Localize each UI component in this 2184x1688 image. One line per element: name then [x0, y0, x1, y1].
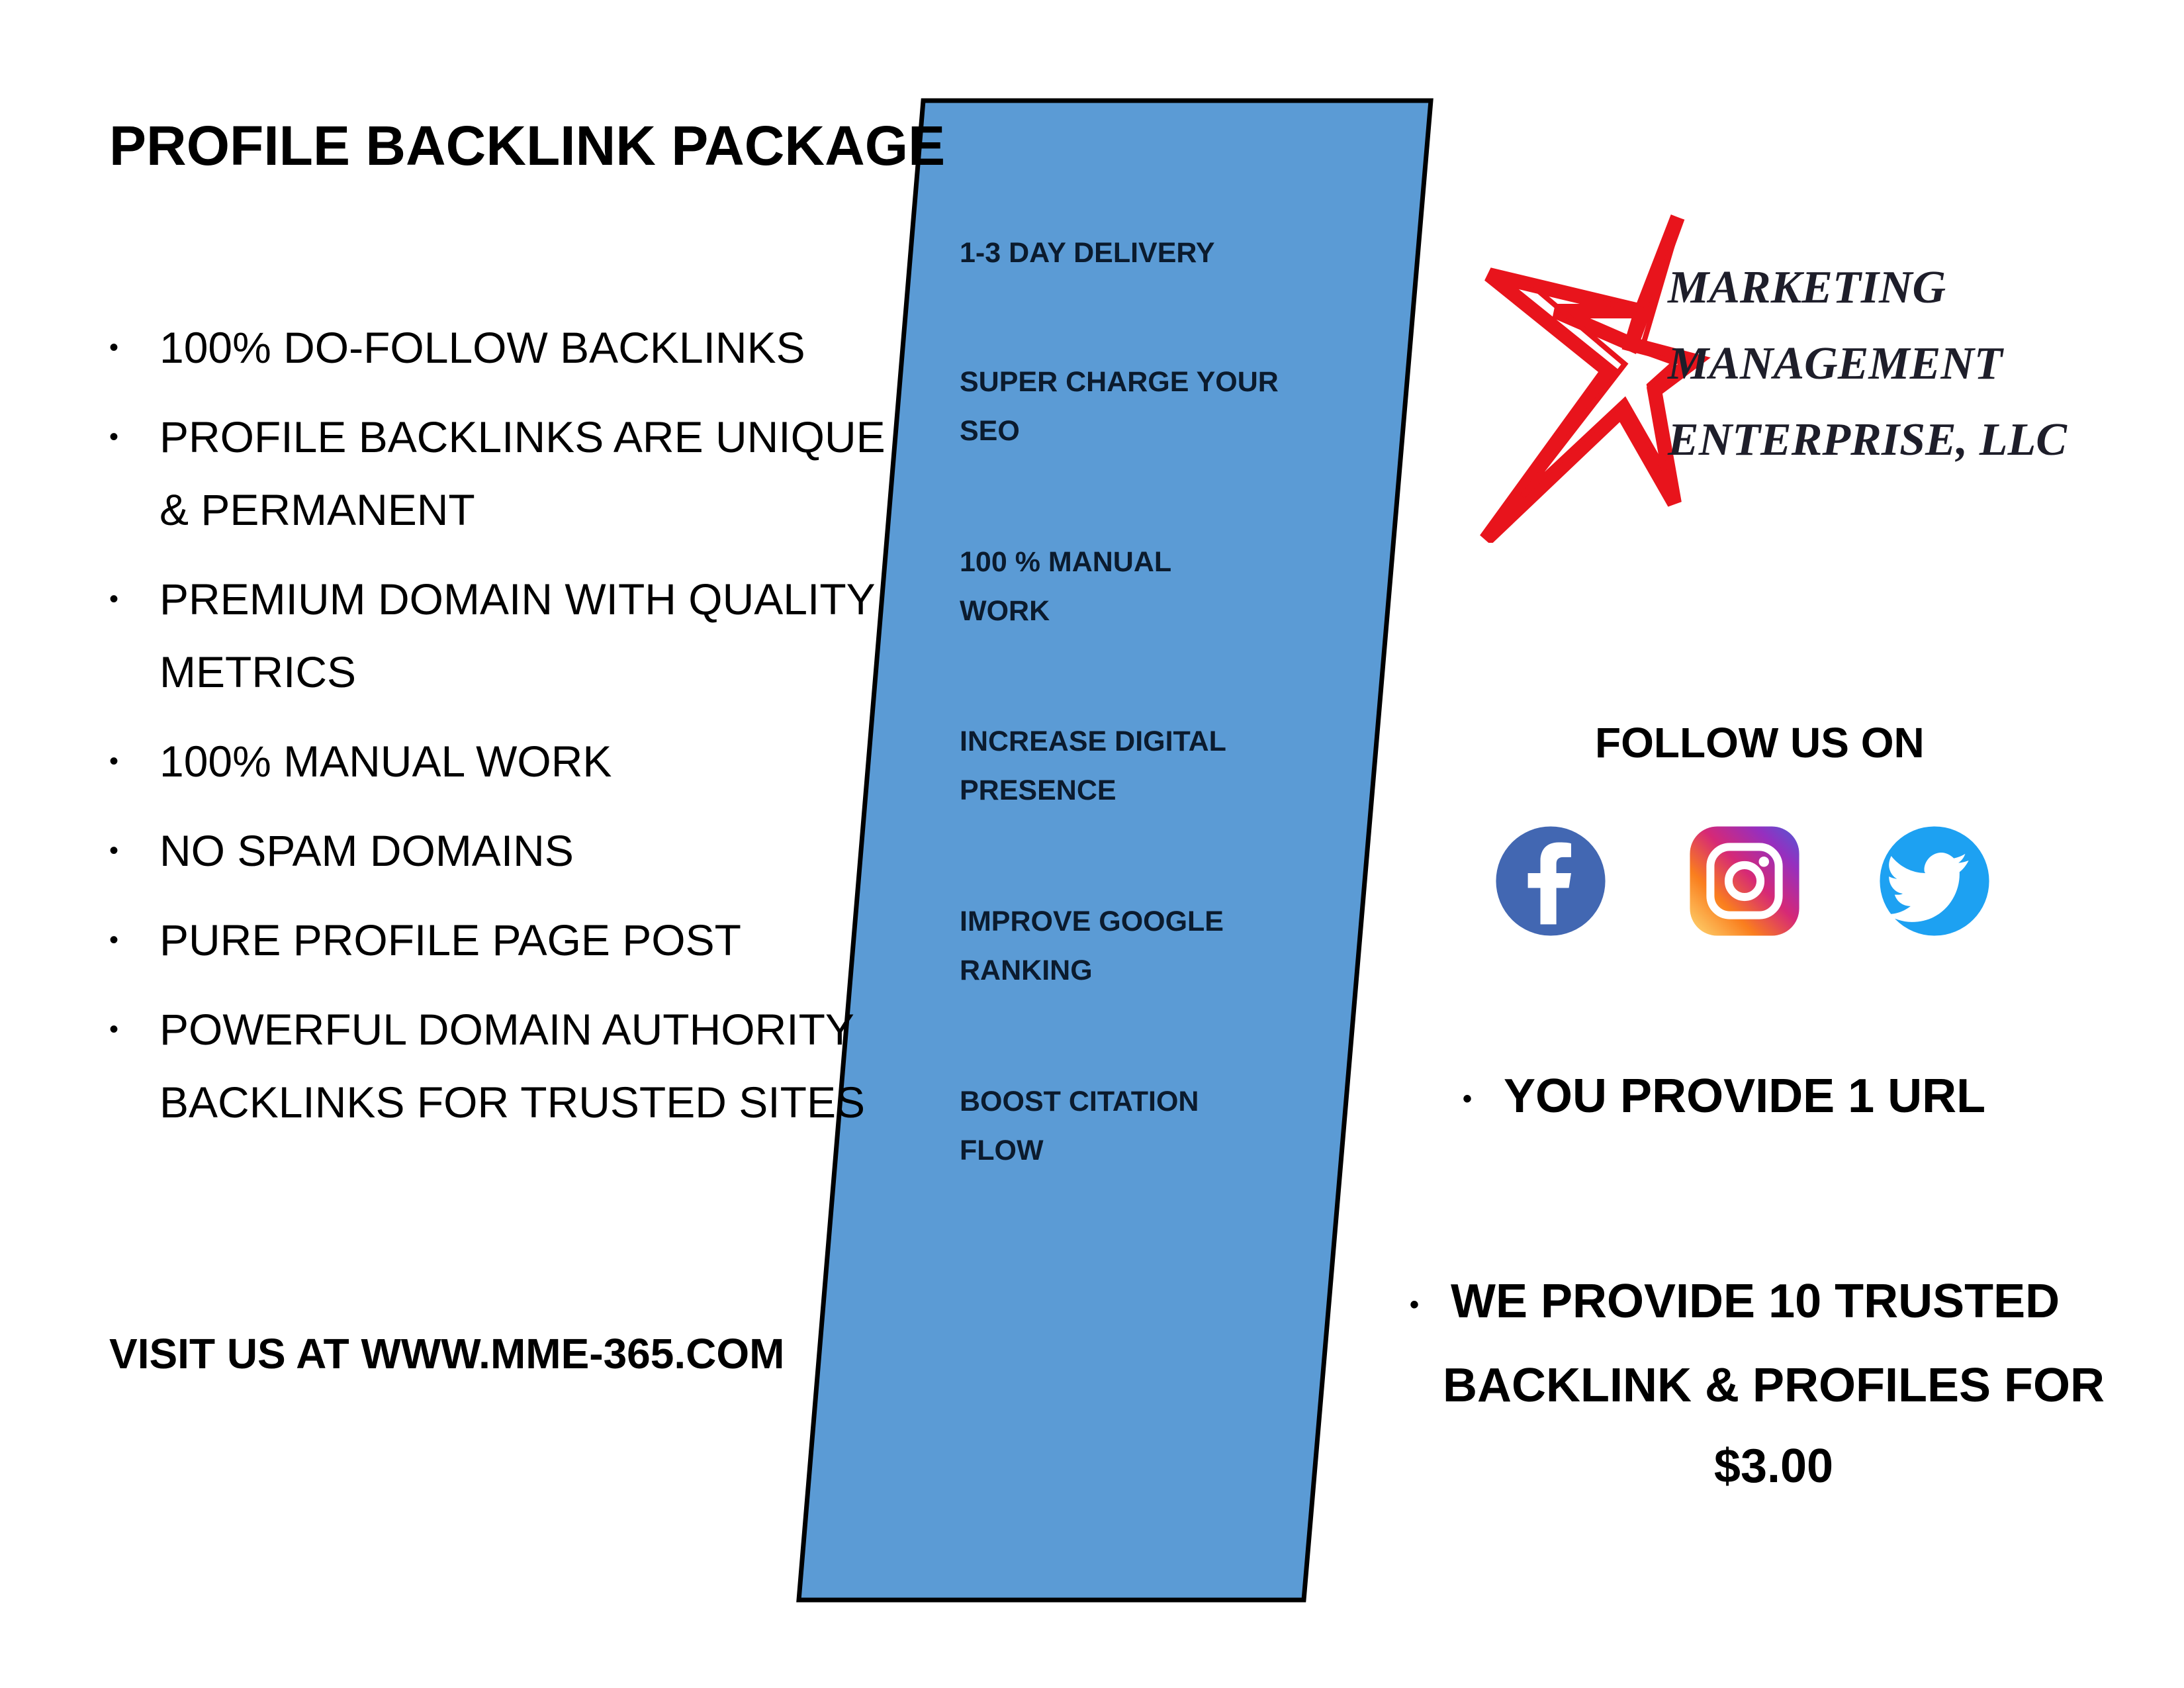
list-item: •100% DO-FOLLOW BACKLINKS	[109, 323, 805, 372]
price: $3.00	[1713, 1439, 1834, 1493]
logo-text-enterprise: ENTERPRISE, LLC	[1668, 414, 2067, 465]
company-logo	[1480, 214, 1711, 543]
band-item-delivery: 1-3 DAY DELIVERY	[960, 237, 1215, 269]
twitter-icon[interactable]	[1878, 824, 1991, 938]
list-item: •PROFILE BACKLINKS ARE UNIQUE& PERMANENT	[109, 412, 886, 534]
logo-text-management: MANAGEMENT	[1668, 338, 2003, 389]
instagram-icon[interactable]	[1688, 824, 1801, 938]
facebook-icon[interactable]	[1494, 824, 1608, 938]
website-link[interactable]: VISIT US AT WWW.MME-365.COM	[109, 1330, 785, 1378]
list-item: •100% MANUAL WORK	[109, 737, 612, 786]
list-item: •NO SPAM DOMAINS	[109, 826, 574, 875]
offer-item: •WE PROVIDE 10 TRUSTED BACKLINK & PROFIL…	[1410, 1261, 2111, 1507]
provide-url-item: •YOU PROVIDE 1 URL	[1463, 1070, 1986, 1123]
page-title: PROFILE BACKLINK PACKAGE	[109, 115, 946, 177]
logo-text-marketing: MARKETING	[1668, 262, 1946, 313]
follow-heading: FOLLOW US ON	[1595, 719, 1925, 767]
feature-list: •100% DO-FOLLOW BACKLINKS •PROFILE BACKL…	[109, 311, 890, 1155]
list-item: •PURE PROFILE PAGE POST	[109, 915, 741, 964]
lightning-star-icon	[1480, 214, 1711, 543]
